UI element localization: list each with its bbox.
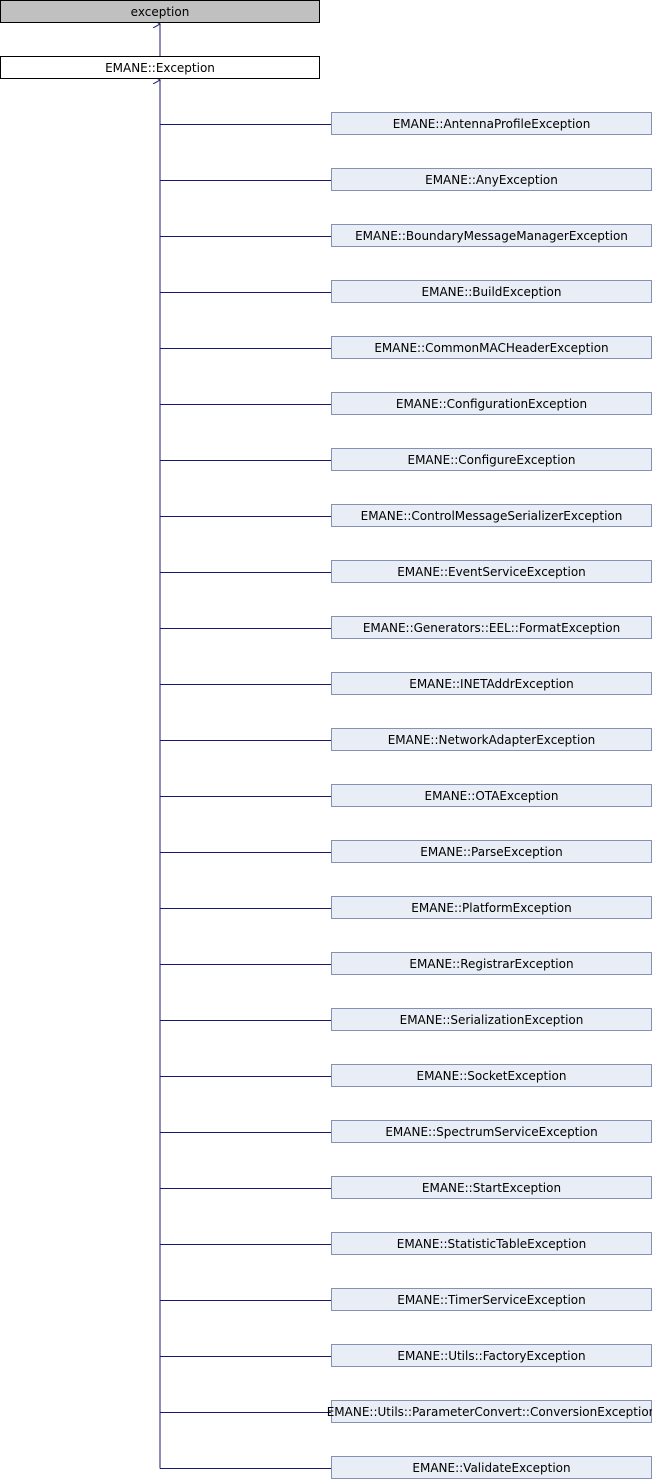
root-class-node[interactable]: exception (0, 0, 320, 23)
derived-class-label: EMANE::Utils::ParameterConvert::Conversi… (327, 1405, 652, 1419)
derived-class-label: EMANE::BoundaryMessageManagerException (355, 229, 628, 243)
derived-class-label: EMANE::ConfigurationException (396, 397, 587, 411)
derived-class-label: EMANE::SpectrumServiceException (385, 1125, 597, 1139)
derived-class-node[interactable]: EMANE::ConfigurationException (331, 392, 652, 415)
derived-class-label: EMANE::OTAException (425, 789, 559, 803)
derived-class-label: EMANE::EventServiceException (397, 565, 586, 579)
derived-class-label: EMANE::CommonMACHeaderException (374, 341, 608, 355)
derived-class-label: EMANE::Utils::FactoryException (397, 1349, 585, 1363)
derived-class-label: EMANE::StatisticTableException (397, 1237, 586, 1251)
derived-class-node[interactable]: EMANE::OTAException (331, 784, 652, 807)
derived-class-node[interactable]: EMANE::SpectrumServiceException (331, 1120, 652, 1143)
derived-class-label: EMANE::BuildException (422, 285, 562, 299)
derived-class-label: EMANE::RegistrarException (409, 957, 573, 971)
derived-class-node[interactable]: EMANE::TimerServiceException (331, 1288, 652, 1311)
derived-class-node[interactable]: EMANE::BoundaryMessageManagerException (331, 224, 652, 247)
derived-class-node[interactable]: EMANE::Utils::ParameterConvert::Conversi… (327, 1400, 652, 1423)
derived-class-list: EMANE::AntennaProfileExceptionEMANE::Any… (327, 112, 652, 1479)
derived-class-label: EMANE::StartException (422, 1181, 561, 1195)
derived-class-label: EMANE::NetworkAdapterException (388, 733, 596, 747)
derived-class-node[interactable]: EMANE::SocketException (331, 1064, 652, 1087)
derived-class-node[interactable]: EMANE::Utils::FactoryException (331, 1344, 652, 1367)
derived-class-label: EMANE::TimerServiceException (397, 1293, 586, 1307)
derived-class-label: EMANE::SerializationException (400, 1013, 584, 1027)
derived-class-label: EMANE::ConfigureException (407, 453, 575, 467)
child-edges (160, 80, 332, 1469)
derived-class-node[interactable]: EMANE::StatisticTableException (331, 1232, 652, 1255)
derived-class-node[interactable]: EMANE::INETAddrException (331, 672, 652, 695)
derived-class-label: EMANE::INETAddrException (409, 677, 574, 691)
derived-class-node[interactable]: EMANE::StartException (331, 1176, 652, 1199)
derived-class-node[interactable]: EMANE::Generators::EEL::FormatException (331, 616, 652, 639)
derived-class-node[interactable]: EMANE::EventServiceException (331, 560, 652, 583)
derived-class-label: EMANE::ParseException (420, 845, 562, 859)
derived-class-node[interactable]: EMANE::ParseException (331, 840, 652, 863)
derived-class-node[interactable]: EMANE::ValidateException (331, 1456, 652, 1479)
derived-class-node[interactable]: EMANE::NetworkAdapterException (331, 728, 652, 751)
base-class-label: EMANE::Exception (105, 61, 215, 75)
derived-class-node[interactable]: EMANE::ConfigureException (331, 448, 652, 471)
derived-class-node[interactable]: EMANE::PlatformException (331, 896, 652, 919)
base-class-node[interactable]: EMANE::Exception (0, 56, 320, 79)
derived-class-label: EMANE::SocketException (416, 1069, 566, 1083)
derived-class-node[interactable]: EMANE::BuildException (331, 280, 652, 303)
derived-class-label: EMANE::ControlMessageSerializerException (361, 509, 623, 523)
derived-class-node[interactable]: EMANE::CommonMACHeaderException (331, 336, 652, 359)
derived-class-node[interactable]: EMANE::SerializationException (331, 1008, 652, 1031)
derived-class-label: EMANE::AnyException (425, 173, 558, 187)
derived-class-label: EMANE::Generators::EEL::FormatException (363, 621, 620, 635)
derived-class-label: EMANE::PlatformException (411, 901, 571, 915)
derived-class-node[interactable]: EMANE::ControlMessageSerializerException (331, 504, 652, 527)
derived-class-label: EMANE::AntennaProfileException (393, 117, 591, 131)
derived-class-node[interactable]: EMANE::AnyException (331, 168, 652, 191)
derived-class-node[interactable]: EMANE::AntennaProfileException (331, 112, 652, 135)
derived-class-label: EMANE::ValidateException (412, 1461, 570, 1475)
derived-class-node[interactable]: EMANE::RegistrarException (331, 952, 652, 975)
root-class-label: exception (131, 5, 190, 19)
